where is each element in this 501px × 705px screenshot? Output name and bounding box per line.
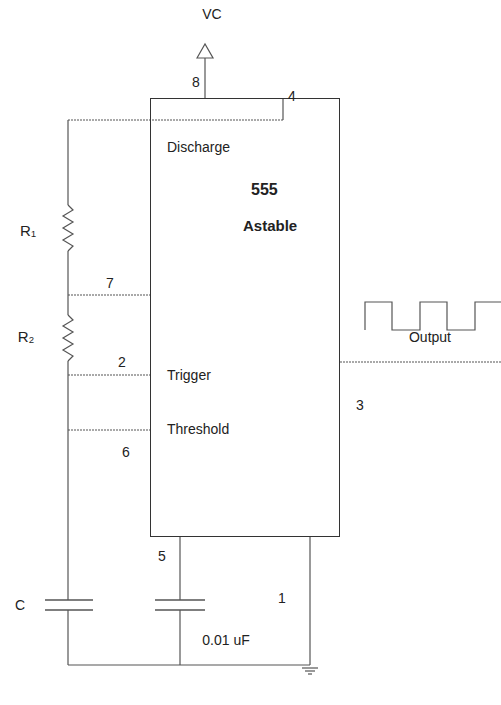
wire [68,119,283,120]
pin-label: 7 [104,275,116,291]
wire [67,251,68,315]
pin-label: 3 [354,397,366,413]
pin-name: 555 [251,181,278,199]
wire [68,294,150,295]
resistor-symbol [63,315,73,361]
pin-label: R₂ [16,328,37,345]
wire [68,374,150,375]
wire [282,98,283,120]
ground-symbol [308,673,312,674]
wire [204,58,205,98]
pin-label: 1 [276,590,288,606]
pin-label: VC [200,6,223,22]
capacitor-symbol [45,609,93,611]
wire [340,361,501,362]
wire [67,610,68,665]
pin-label: 8 [190,74,202,90]
pin-label: 6 [120,444,132,460]
wire [68,429,150,430]
resistor-symbol [63,205,73,251]
pin-name: Trigger [167,367,211,383]
wire [67,361,68,600]
square-wave [365,302,501,330]
wire [179,537,180,600]
pin-label: C [13,597,27,613]
pin-name: Threshold [167,421,229,437]
signal-name: Output [407,329,453,345]
wire [68,664,310,665]
pin-label: 5 [156,548,168,564]
wire [309,537,310,665]
pin-name: Astable [243,217,297,234]
pin-label: 2 [116,354,128,370]
pin-label: 4 [286,88,298,104]
supply-symbol [197,44,213,58]
capacitor-symbol [155,599,205,601]
capacitor-symbol [45,599,93,601]
ground-symbol [302,667,318,668]
ground-symbol [305,670,315,671]
wire [179,610,180,665]
pin-name: Discharge [167,139,230,155]
pin-label: R₁ [18,222,38,239]
ic-box: Discharge 555AstableTriggerThreshold [150,98,340,537]
wire [67,120,68,205]
pin-label: 0.01 uF [200,632,251,648]
